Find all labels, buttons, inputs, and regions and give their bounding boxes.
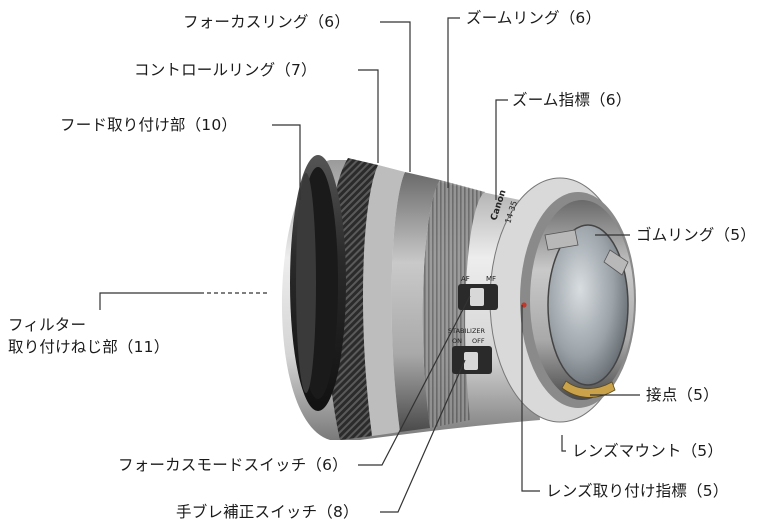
leader-zoom-index — [495, 99, 508, 200]
leader-stabilizer — [380, 359, 466, 513]
leader-lens-mount — [561, 435, 566, 452]
af-mark: AF — [461, 275, 470, 283]
label-filter-mount-line2: 取り付けねじ部（11） — [8, 338, 170, 356]
label-hood-mount: フード取り付け部（10） — [60, 116, 238, 134]
label-contacts: 接点（5） — [646, 386, 719, 404]
on-mark: ON — [452, 337, 462, 345]
label-lens-mount: レンズマウント（5） — [572, 442, 724, 460]
label-focus-mode-switch: フォーカスモードスイッチ（6） — [118, 456, 348, 474]
label-zoom-ring: ズームリング（6） — [466, 9, 602, 27]
label-zoom-index: ズーム指標（6） — [512, 91, 632, 109]
stabilizer-mark: STABILIZER — [448, 327, 486, 335]
leader-control-ring — [358, 69, 379, 163]
label-lens-mount-index: レンズ取り付け指標（5） — [546, 482, 729, 500]
label-stabilizer-switch: 手ブレ補正スイッチ（8） — [176, 503, 359, 521]
leader-focus-ring — [380, 21, 411, 172]
leader-focus-mode — [358, 295, 471, 466]
label-rubber-ring: ゴムリング（5） — [636, 226, 756, 244]
leader-hood-mount — [272, 124, 301, 200]
leader-zoom-ring — [447, 17, 460, 188]
off-mark: OFF — [472, 337, 485, 345]
mf-mark: MF — [486, 275, 496, 283]
label-focus-ring: フォーカスリング（6） — [183, 13, 351, 31]
leader-filter-mount — [99, 292, 200, 310]
leader-lines — [99, 17, 640, 513]
label-filter-mount-line1: フィルター — [8, 316, 87, 334]
lens-barrel — [281, 155, 540, 440]
label-control-ring: コントロールリング（7） — [134, 61, 317, 79]
leader-lens-index — [521, 305, 540, 492]
rear-mount-end — [489, 177, 636, 423]
